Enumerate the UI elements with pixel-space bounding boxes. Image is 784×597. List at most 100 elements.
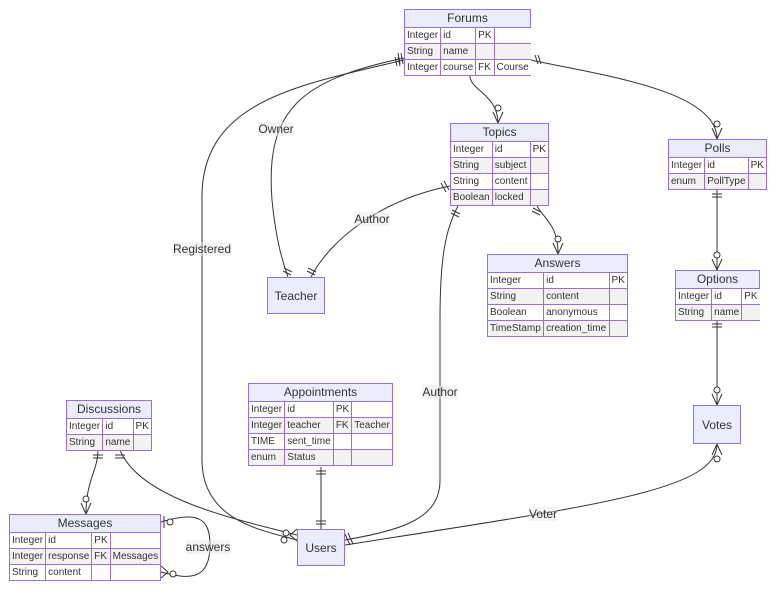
attr-name: content	[543, 288, 610, 305]
attr-name: id	[102, 418, 134, 435]
entity-title: Topics	[451, 124, 548, 141]
edge-label-author-users: Author	[422, 385, 458, 399]
attr-type: Integer	[249, 401, 286, 418]
attr-key	[741, 304, 760, 320]
entity-teacher[interactable]: Teacher	[267, 277, 325, 314]
attr-key: FK	[475, 59, 495, 75]
entity-users[interactable]: Users	[297, 529, 345, 566]
entity-title: Teacher	[274, 288, 318, 303]
attr-key: PK	[608, 272, 627, 289]
attr-key: FK	[91, 548, 111, 565]
edge-label-voter: Voter	[528, 507, 558, 521]
edge-forums-polls	[530, 59, 718, 140]
attr-name: Status	[284, 449, 334, 465]
attr-name: id	[704, 157, 749, 174]
edge-label-owner: Owner	[258, 122, 294, 136]
attr-type: Integer	[451, 141, 493, 158]
attr-key: FK	[332, 417, 353, 434]
attr-name: name	[440, 43, 477, 60]
attr-name: anonymous	[543, 304, 610, 321]
edge-votes-users	[344, 443, 718, 546]
attr-type: Integer	[405, 59, 442, 75]
attr-key	[132, 434, 151, 450]
attr-comment	[109, 532, 161, 549]
edge-discussions-users	[119, 449, 298, 536]
attr-comment	[351, 401, 392, 418]
attr-key	[332, 433, 353, 450]
edge-label-answers: answers	[185, 540, 231, 554]
edge-discussions-messages	[85, 449, 99, 515]
attr-key	[91, 564, 111, 580]
attr-name: course	[440, 59, 477, 75]
attr-key: PK	[741, 288, 760, 305]
attr-type: Integer	[10, 532, 47, 549]
attr-name: id	[440, 27, 477, 44]
attr-comment: Messages	[109, 548, 161, 565]
attr-key	[529, 173, 548, 190]
attr-comment	[351, 449, 392, 465]
attr-name: teacher	[284, 417, 334, 434]
attr-name: locked	[491, 189, 531, 205]
attr-name: creation_time	[543, 320, 610, 336]
attr-type: TIME	[249, 433, 286, 450]
attr-type: Integer	[10, 548, 47, 565]
attr-type: Integer	[405, 27, 442, 44]
attr-key: PK	[747, 157, 766, 174]
attr-type: String	[405, 43, 442, 60]
attr-type: TimeStamp	[488, 320, 545, 336]
attr-name: PollType	[704, 173, 749, 189]
attr-type: String	[67, 434, 104, 450]
attr-name: content	[45, 564, 93, 580]
attr-key	[332, 449, 353, 465]
attr-name: id	[711, 288, 743, 305]
entity-votes[interactable]: Votes	[693, 405, 741, 444]
attr-type: String	[10, 564, 47, 580]
attr-key: PK	[332, 401, 353, 418]
edge-label-registered: Registered	[172, 242, 232, 256]
attr-comment	[109, 564, 161, 580]
attr-type: String	[451, 157, 493, 174]
attr-key	[529, 189, 548, 205]
attr-name: name	[102, 434, 134, 450]
attr-type: enum	[249, 449, 286, 465]
entity-title: Discussions	[67, 401, 151, 418]
entity-title: Appointments	[249, 384, 392, 401]
edge-topics-teacher	[310, 185, 451, 278]
entity-title: Users	[305, 540, 337, 555]
attr-name: id	[284, 401, 334, 418]
attr-type: String	[451, 173, 493, 190]
attr-key: PK	[132, 418, 151, 435]
entity-title: Votes	[701, 417, 733, 432]
